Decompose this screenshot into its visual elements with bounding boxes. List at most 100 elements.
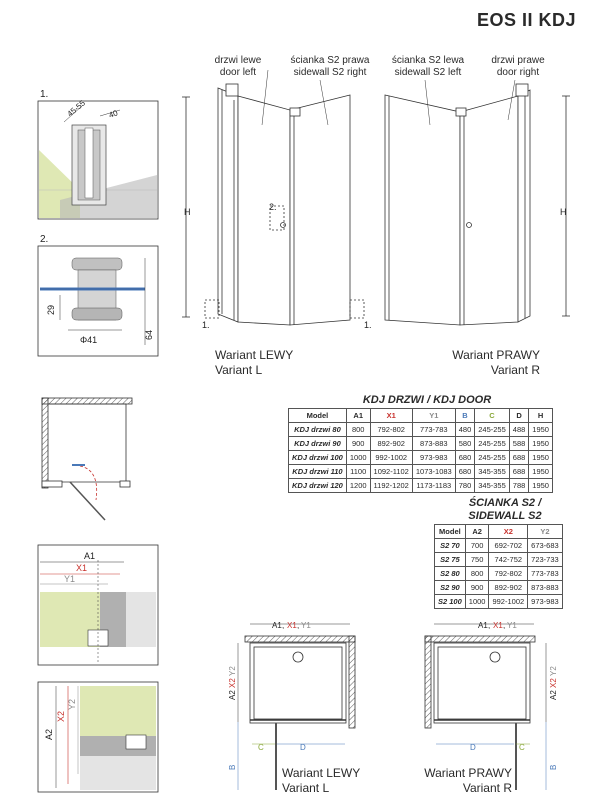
plan-right-d: D bbox=[470, 743, 476, 752]
plan-left-a2: A2 bbox=[228, 690, 237, 700]
table-cell: KDJ drzwi 80 bbox=[288, 422, 347, 437]
table-cell: 688 bbox=[508, 464, 530, 479]
table-cell: 1100 bbox=[345, 464, 371, 479]
table-cell: 1950 bbox=[528, 478, 553, 493]
table-cell: 892-902 bbox=[369, 436, 413, 451]
side-table-title: ŚCIANKA S2 / SIDEWALL S2 bbox=[468, 497, 542, 522]
table-cell: 480 bbox=[454, 422, 476, 437]
table-cell: 680 bbox=[454, 464, 476, 479]
plan-left-d: D bbox=[300, 743, 306, 752]
plan-left-y2: Y2 bbox=[228, 666, 237, 676]
plan-right-c: C bbox=[519, 743, 525, 752]
plan-right-comma1: , bbox=[488, 621, 490, 630]
table-cell: KDJ drzwi 120 bbox=[288, 478, 347, 493]
table-cell: 1950 bbox=[528, 450, 553, 465]
table-cell: 245-255 bbox=[474, 422, 510, 437]
table-cell: S2 100 bbox=[434, 594, 466, 609]
table-cell: 750 bbox=[464, 552, 490, 567]
plan-left-comma2: , bbox=[297, 621, 299, 630]
table-cell: 1092-1102 bbox=[369, 464, 413, 479]
plan-right bbox=[424, 623, 547, 790]
marker-1-left: 1. bbox=[202, 320, 210, 330]
plan-left-a1: A1 bbox=[272, 621, 282, 630]
marker-1-right: 1. bbox=[364, 320, 372, 330]
table-cell: 973-983 bbox=[411, 450, 456, 465]
dim-a2-detail: A2 bbox=[44, 729, 54, 740]
table-cell: 792-802 bbox=[369, 422, 413, 437]
table-cell: 900 bbox=[345, 436, 371, 451]
plan-swing-diagram bbox=[41, 397, 133, 521]
dim-h-right: H bbox=[560, 207, 567, 217]
table-cell: 992-1002 bbox=[488, 594, 529, 609]
plan-left-y1: Y1 bbox=[301, 621, 311, 630]
table-cell: 1073-1083 bbox=[411, 464, 456, 479]
table-cell: 873-883 bbox=[411, 436, 456, 451]
table-cell: 723-733 bbox=[527, 552, 563, 567]
marker-2: 2. bbox=[269, 202, 277, 212]
table-cell: 788 bbox=[508, 478, 530, 493]
table-cell: KDJ drzwi 100 bbox=[288, 450, 347, 465]
wall-section-2 bbox=[37, 681, 159, 793]
plan-left-comma1: , bbox=[282, 621, 284, 630]
table-cell: 773-783 bbox=[411, 422, 456, 437]
step2-label: 2. bbox=[40, 234, 48, 245]
plan-left-b: B bbox=[228, 765, 237, 770]
table-cell: 800 bbox=[464, 566, 490, 581]
table-cell: 973-983 bbox=[527, 594, 563, 609]
dim-x2-detail: X2 bbox=[56, 711, 66, 722]
table-cell: 773-783 bbox=[527, 566, 563, 581]
table-cell: 688 bbox=[508, 450, 530, 465]
label-door-right: drzwi prawe door right bbox=[491, 55, 545, 78]
dim-x1-detail: X1 bbox=[76, 563, 87, 573]
elevation-left bbox=[182, 69, 351, 326]
step2-detail bbox=[37, 245, 159, 357]
table-cell: S2 70 bbox=[434, 538, 466, 553]
dim-64: 64 bbox=[144, 330, 154, 340]
wall-section-1 bbox=[37, 544, 159, 666]
table-cell: 1200 bbox=[345, 478, 371, 493]
table-cell: 892-902 bbox=[488, 580, 529, 595]
table-cell: 780 bbox=[454, 478, 476, 493]
label-sidewall-left: ścianka S2 lewa sidewall S2 left bbox=[391, 55, 465, 78]
page-title: EOS II KDJ bbox=[476, 10, 576, 30]
table-cell: 588 bbox=[508, 436, 530, 451]
variant-left-label: Wariant LEWY Variant L bbox=[215, 348, 294, 377]
plan-right-a2: A2 bbox=[549, 690, 558, 700]
dim-phi41: Φ41 bbox=[80, 335, 97, 345]
step1-label: 1. bbox=[40, 89, 48, 100]
label-sidewall-right: ścianka S2 prawa sidewall S2 right bbox=[290, 55, 370, 78]
table-cell: 1950 bbox=[528, 436, 553, 451]
table-cell: 792-802 bbox=[488, 566, 529, 581]
table-cell: 992-1002 bbox=[369, 450, 413, 465]
table-cell: KDJ drzwi 90 bbox=[288, 436, 347, 451]
side-table-header: Model A2 X2 Y2 bbox=[434, 524, 563, 539]
plan-right-x2: X2 bbox=[549, 678, 558, 688]
table-cell: 873-883 bbox=[527, 580, 563, 595]
table-cell: KDJ drzwi 110 bbox=[288, 464, 347, 479]
table-cell: 1192-1202 bbox=[369, 478, 413, 493]
table-cell: 488 bbox=[508, 422, 530, 437]
plan-left-c: C bbox=[258, 743, 264, 752]
door-table-title: KDJ DRZWI / KDJ DOOR bbox=[362, 394, 492, 406]
dim-y2-detail: Y2 bbox=[67, 699, 77, 710]
label-door-left: drzwi lewe door left bbox=[214, 55, 262, 78]
table-cell: 345-355 bbox=[474, 464, 510, 479]
table-cell: S2 80 bbox=[434, 566, 466, 581]
plan-left-x2: X2 bbox=[228, 678, 237, 688]
table-cell: 680 bbox=[454, 450, 476, 465]
table-cell: 1000 bbox=[345, 450, 371, 465]
dim-29: 29 bbox=[46, 305, 56, 315]
table-cell: 245-255 bbox=[474, 436, 510, 451]
step1-detail bbox=[37, 100, 159, 220]
plan-right-y2: Y2 bbox=[549, 666, 558, 676]
